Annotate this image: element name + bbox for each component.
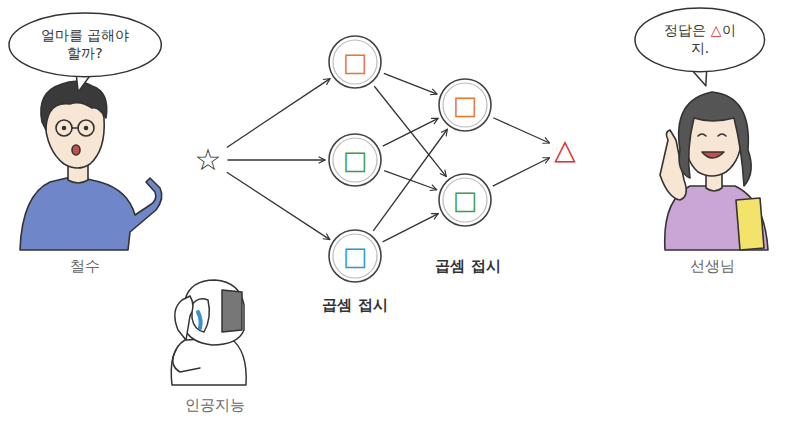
ai-name: 인공지능 xyxy=(185,396,245,415)
speech-text: 정답은 △이지. xyxy=(660,22,740,57)
arrow-connector xyxy=(384,73,437,94)
input-star: ☆ xyxy=(193,143,224,177)
multiply-plate: □ xyxy=(438,173,492,227)
symbol-text: □ xyxy=(453,92,478,118)
symbol-text: ☆ xyxy=(195,145,222,175)
arrow-connector xyxy=(227,172,330,239)
speech-bubble: 얼마를 곱해야 할까? xyxy=(8,12,162,78)
person-name: 선생님 xyxy=(690,257,735,276)
arrow-connector xyxy=(383,118,438,146)
teacher-figure xyxy=(660,92,768,250)
person-name: 철수 xyxy=(70,257,100,276)
output-triangle: △ xyxy=(552,134,578,166)
arrow-connector xyxy=(373,129,447,231)
symbol-text: □ xyxy=(343,243,368,269)
plate-caption: 곱셈 접시 xyxy=(435,257,500,276)
speech-text: 얼마를 곱해야 할까? xyxy=(37,27,133,62)
symbol-text: □ xyxy=(343,49,368,75)
multiply-plate: □ xyxy=(328,35,382,89)
boy-figure xyxy=(20,81,162,250)
arrow-connector xyxy=(227,159,325,160)
arrow-connector xyxy=(493,158,550,186)
multiply-plate: □ xyxy=(438,78,492,132)
multiply-plate: □ xyxy=(328,229,382,283)
plate-caption: 곱셈 접시 xyxy=(322,296,387,315)
speech-bubble: 정답은 △이지. xyxy=(634,7,766,73)
multiply-plate: □ xyxy=(328,133,382,187)
arrow-connector xyxy=(227,79,330,148)
arrow-connector xyxy=(374,86,446,176)
arrow-connector xyxy=(383,214,439,242)
symbol-text: □ xyxy=(343,147,368,173)
arrow-connector xyxy=(493,118,549,143)
symbol-text: △ xyxy=(554,136,576,164)
symbol-text: □ xyxy=(453,187,478,213)
robot-figure xyxy=(171,280,246,385)
